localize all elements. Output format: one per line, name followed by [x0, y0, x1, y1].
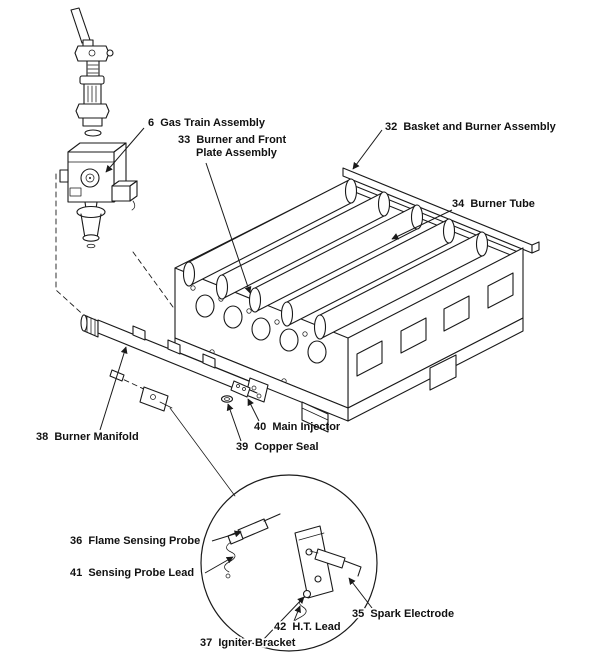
union-nut	[75, 103, 110, 119]
leader-manifold	[99, 346, 128, 431]
outlet-flange	[76, 205, 106, 219]
burner-port	[223, 305, 243, 329]
ball-valve-body	[74, 45, 110, 62]
vent-slot	[443, 295, 470, 332]
igniter-bracket	[294, 525, 334, 599]
burner-manifold	[80, 314, 269, 403]
label-basket-burner-assembly: 32 Basket and Burner Assembly	[385, 121, 557, 133]
basket-burner-assembly	[174, 167, 540, 433]
label-burner-front-plate-1: 33 Burner and Front	[178, 134, 287, 146]
main-injector-group	[220, 380, 258, 403]
copper-seal	[220, 395, 234, 403]
sensing-probe-lead	[224, 541, 236, 573]
valve-handle	[70, 7, 91, 44]
injector-boss	[132, 325, 146, 341]
leader-basket	[352, 129, 383, 170]
part-labels: 6 Gas Train Assembly 33 Burner and Front…	[36, 117, 557, 651]
label-burner-front-plate-2: Plate Assembly	[196, 147, 278, 159]
injector-boss	[167, 339, 181, 355]
magnifier-line	[169, 407, 236, 497]
burner-tubes	[182, 178, 489, 340]
gas-valve-body	[67, 151, 115, 203]
leader-probe-lead	[204, 556, 234, 574]
leader-lines	[99, 127, 453, 642]
gas-train-assembly	[59, 7, 138, 249]
injector-boss	[202, 353, 216, 369]
leader-ht-lead	[293, 605, 301, 622]
pipe-nipple	[86, 60, 100, 77]
o-ring	[84, 129, 102, 137]
union-body	[83, 83, 102, 105]
burner-port	[195, 294, 215, 318]
leader-gas-train	[105, 127, 145, 173]
mounting-foot	[301, 401, 329, 433]
ht-lead-terminal	[302, 589, 312, 599]
label-ht-lead: 42 H.T. Lead	[274, 621, 341, 633]
label-flame-sensing-probe: 36 Flame Sensing Probe	[70, 535, 200, 547]
solenoid-coil	[111, 185, 131, 202]
vent-slot	[400, 317, 427, 354]
main-injector	[230, 380, 251, 398]
leader-main-injector	[247, 398, 260, 422]
label-main-injector: 40 Main Injector	[254, 421, 341, 433]
leader-flame-probe	[211, 530, 242, 542]
dashed-link-right	[132, 251, 182, 319]
leader-burner-tube	[391, 209, 453, 240]
leader-spark-electrode	[348, 577, 373, 609]
burner-port	[307, 340, 327, 364]
label-igniter-bracket: 37 Igniter Bracket	[200, 637, 296, 649]
label-gas-train-assembly: 6 Gas Train Assembly	[148, 117, 266, 129]
label-burner-manifold: 38 Burner Manifold	[36, 431, 139, 443]
burner-port	[251, 317, 271, 341]
label-copper-seal: 39 Copper Seal	[236, 441, 319, 453]
vent-slot	[487, 272, 514, 309]
label-spark-electrode: 35 Spark Electrode	[352, 608, 454, 620]
vent-slot	[356, 340, 383, 377]
leader-igniter-bracket	[261, 596, 305, 642]
mounting-foot	[429, 354, 457, 391]
burner-port	[279, 328, 299, 352]
flame-sensing-probe	[237, 518, 269, 540]
label-burner-tube: 34 Burner Tube	[452, 198, 535, 210]
leader-front-plate	[205, 162, 252, 294]
label-sensing-probe-lead: 41 Sensing Probe Lead	[70, 567, 194, 579]
spark-electrode	[314, 548, 346, 569]
leader-copper-seal	[226, 403, 242, 442]
